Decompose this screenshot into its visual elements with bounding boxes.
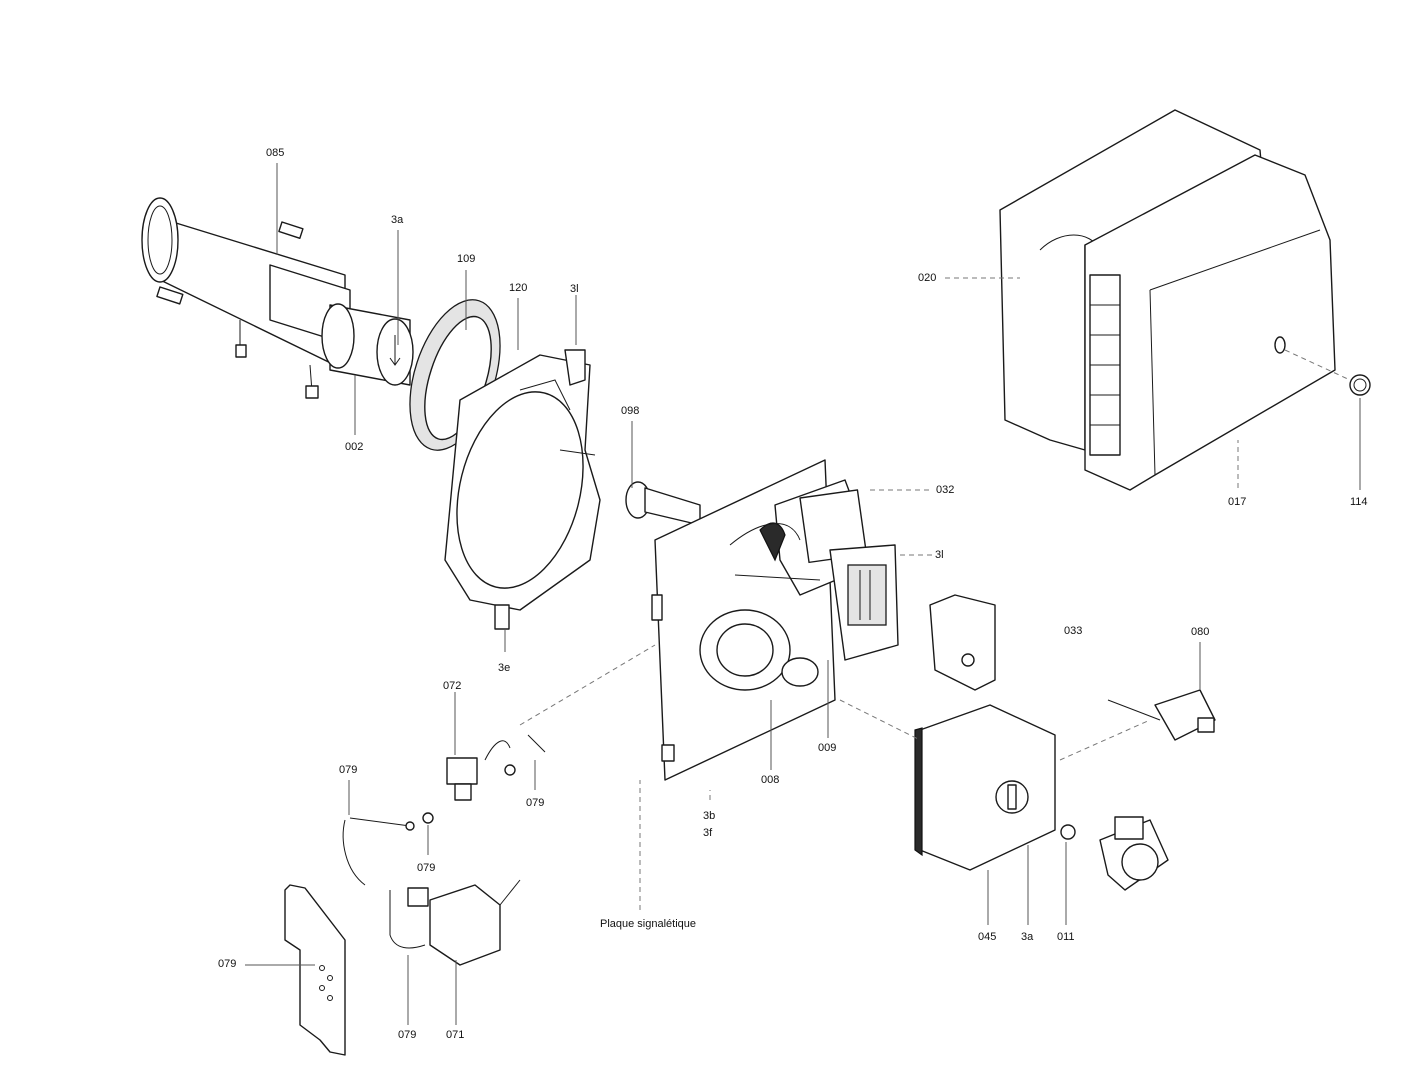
leader-lines: [245, 163, 1361, 1025]
label-011: 011: [1057, 931, 1075, 943]
ring-114: [1349, 374, 1371, 396]
label-120: 120: [509, 282, 528, 294]
label-033: 033: [1064, 625, 1083, 637]
label-020: 020: [918, 272, 937, 284]
label-080: 080: [1191, 626, 1210, 638]
label-085: 085: [266, 147, 285, 159]
blast-tube-085: [141, 197, 351, 399]
label-008: 008: [761, 774, 780, 786]
label-079-d: 079: [218, 958, 237, 970]
label-079-a: 079: [339, 764, 358, 776]
fan-housing-120: [444, 349, 601, 630]
bracket-079: [284, 884, 346, 1056]
ignition-transformer-071: [407, 879, 521, 966]
mounting-plate: [651, 459, 899, 781]
label-3a-bottom: 3a: [1021, 931, 1034, 943]
label-079-c: 079: [417, 862, 436, 874]
label-3b: 3b: [703, 810, 716, 822]
oil-tubes-079: [342, 812, 434, 949]
label-032: 032: [936, 484, 955, 496]
label-071: 071: [446, 1029, 465, 1041]
label-002: 002: [345, 441, 364, 453]
label-3f: 3f: [703, 827, 713, 839]
hood-017: [1084, 154, 1336, 491]
label-3l-top: 3l: [570, 283, 579, 295]
burner-head-002: [321, 303, 414, 386]
label-114: 114: [1350, 496, 1368, 508]
label-plaque-signaletique: Plaque signalétique: [600, 918, 697, 930]
oil-pump-011: [1060, 816, 1169, 891]
label-3e: 3e: [498, 662, 511, 674]
label-079-e: 079: [398, 1029, 417, 1041]
label-017: 017: [1228, 496, 1247, 508]
label-009: 009: [818, 742, 837, 754]
label-3a-top: 3a: [391, 214, 404, 226]
label-3l-mid: 3l: [935, 549, 944, 561]
solenoid-valve-072: [446, 734, 546, 801]
label-098: 098: [621, 405, 640, 417]
control-box-045: [914, 704, 1056, 871]
motor-coupling-098: [625, 481, 701, 526]
label-079-b: 079: [526, 797, 545, 809]
label-045: 045: [978, 931, 997, 943]
plug-080: [1107, 689, 1216, 741]
label-109: 109: [457, 253, 476, 265]
transformer-cover-033: [929, 594, 996, 691]
label-072: 072: [443, 680, 462, 692]
